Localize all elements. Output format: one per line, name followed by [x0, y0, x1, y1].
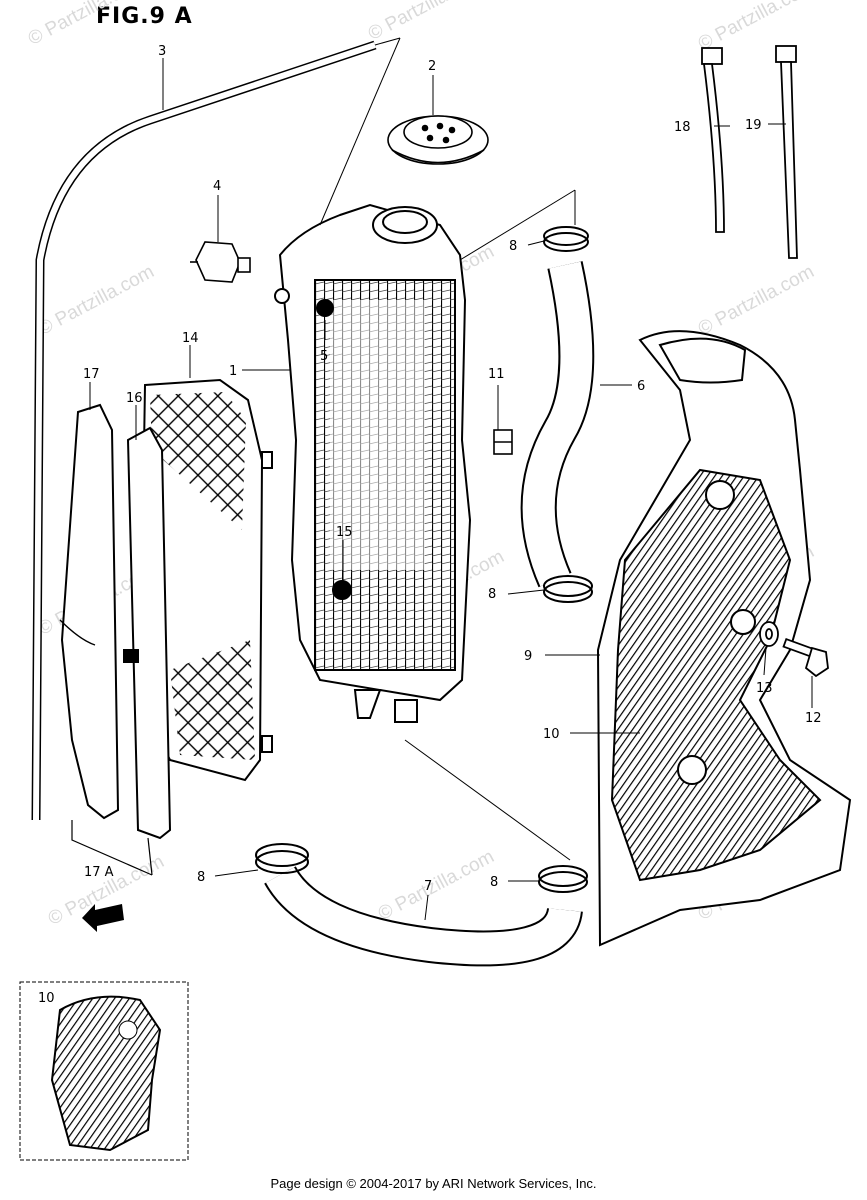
radiator — [274, 203, 472, 723]
callout-8-left: 8 — [197, 870, 205, 885]
callout-8-top: 8 — [509, 239, 517, 254]
lower-hose — [264, 865, 583, 967]
figure-title: FIG.9 A — [96, 4, 193, 29]
callout-16: 16 — [126, 391, 143, 406]
callout-3: 3 — [158, 44, 166, 59]
hose-clamp — [255, 843, 309, 874]
shroud — [596, 330, 852, 947]
temperature-sensor — [190, 241, 251, 283]
clip — [493, 429, 513, 455]
callout-5: 5 — [320, 349, 328, 364]
radiator-guard — [138, 378, 273, 782]
cable-tie-18 — [701, 47, 725, 233]
shroud-bolt — [782, 637, 829, 678]
page-footer: Page design © 2004-2017 by ARI Network S… — [270, 1176, 597, 1191]
radiator-cap — [387, 115, 489, 165]
callout-4: 4 — [213, 179, 221, 194]
callout-19: 19 — [745, 118, 762, 133]
callout-10: 10 — [543, 727, 560, 742]
callout-12: 12 — [805, 711, 822, 726]
callout-inset-10: 10 — [38, 991, 55, 1006]
bracket-17a-right — [147, 837, 153, 876]
callout-1: 1 — [229, 364, 237, 379]
bracket-17a — [71, 820, 153, 876]
cable-tie-19 — [775, 45, 798, 259]
callout-7: 7 — [424, 879, 432, 894]
inset-box — [19, 981, 189, 1161]
callout-11: 11 — [488, 367, 505, 382]
overflow-tube — [31, 40, 377, 821]
hose-clamp — [543, 226, 589, 252]
washer — [759, 621, 779, 647]
guard-plate-17 — [59, 403, 120, 820]
hose-clamp — [543, 575, 593, 603]
leader-lines — [89, 37, 813, 921]
upper-hose — [520, 261, 595, 588]
callout-9: 9 — [524, 649, 532, 664]
callout-13: 13 — [756, 681, 773, 696]
hose-clamp — [538, 865, 588, 893]
callout-2: 2 — [428, 59, 436, 74]
callout-17a: 17 A — [84, 865, 114, 880]
callout-14: 14 — [182, 331, 199, 346]
callout-6: 6 — [637, 379, 645, 394]
callout-15: 15 — [336, 525, 353, 540]
callout-17: 17 — [83, 367, 100, 382]
callout-8-right: 8 — [490, 875, 498, 890]
callout-8-mid: 8 — [488, 587, 496, 602]
forward-arrow-icon — [82, 904, 124, 932]
guard-plate-16 — [123, 426, 172, 840]
callout-18: 18 — [674, 120, 691, 135]
